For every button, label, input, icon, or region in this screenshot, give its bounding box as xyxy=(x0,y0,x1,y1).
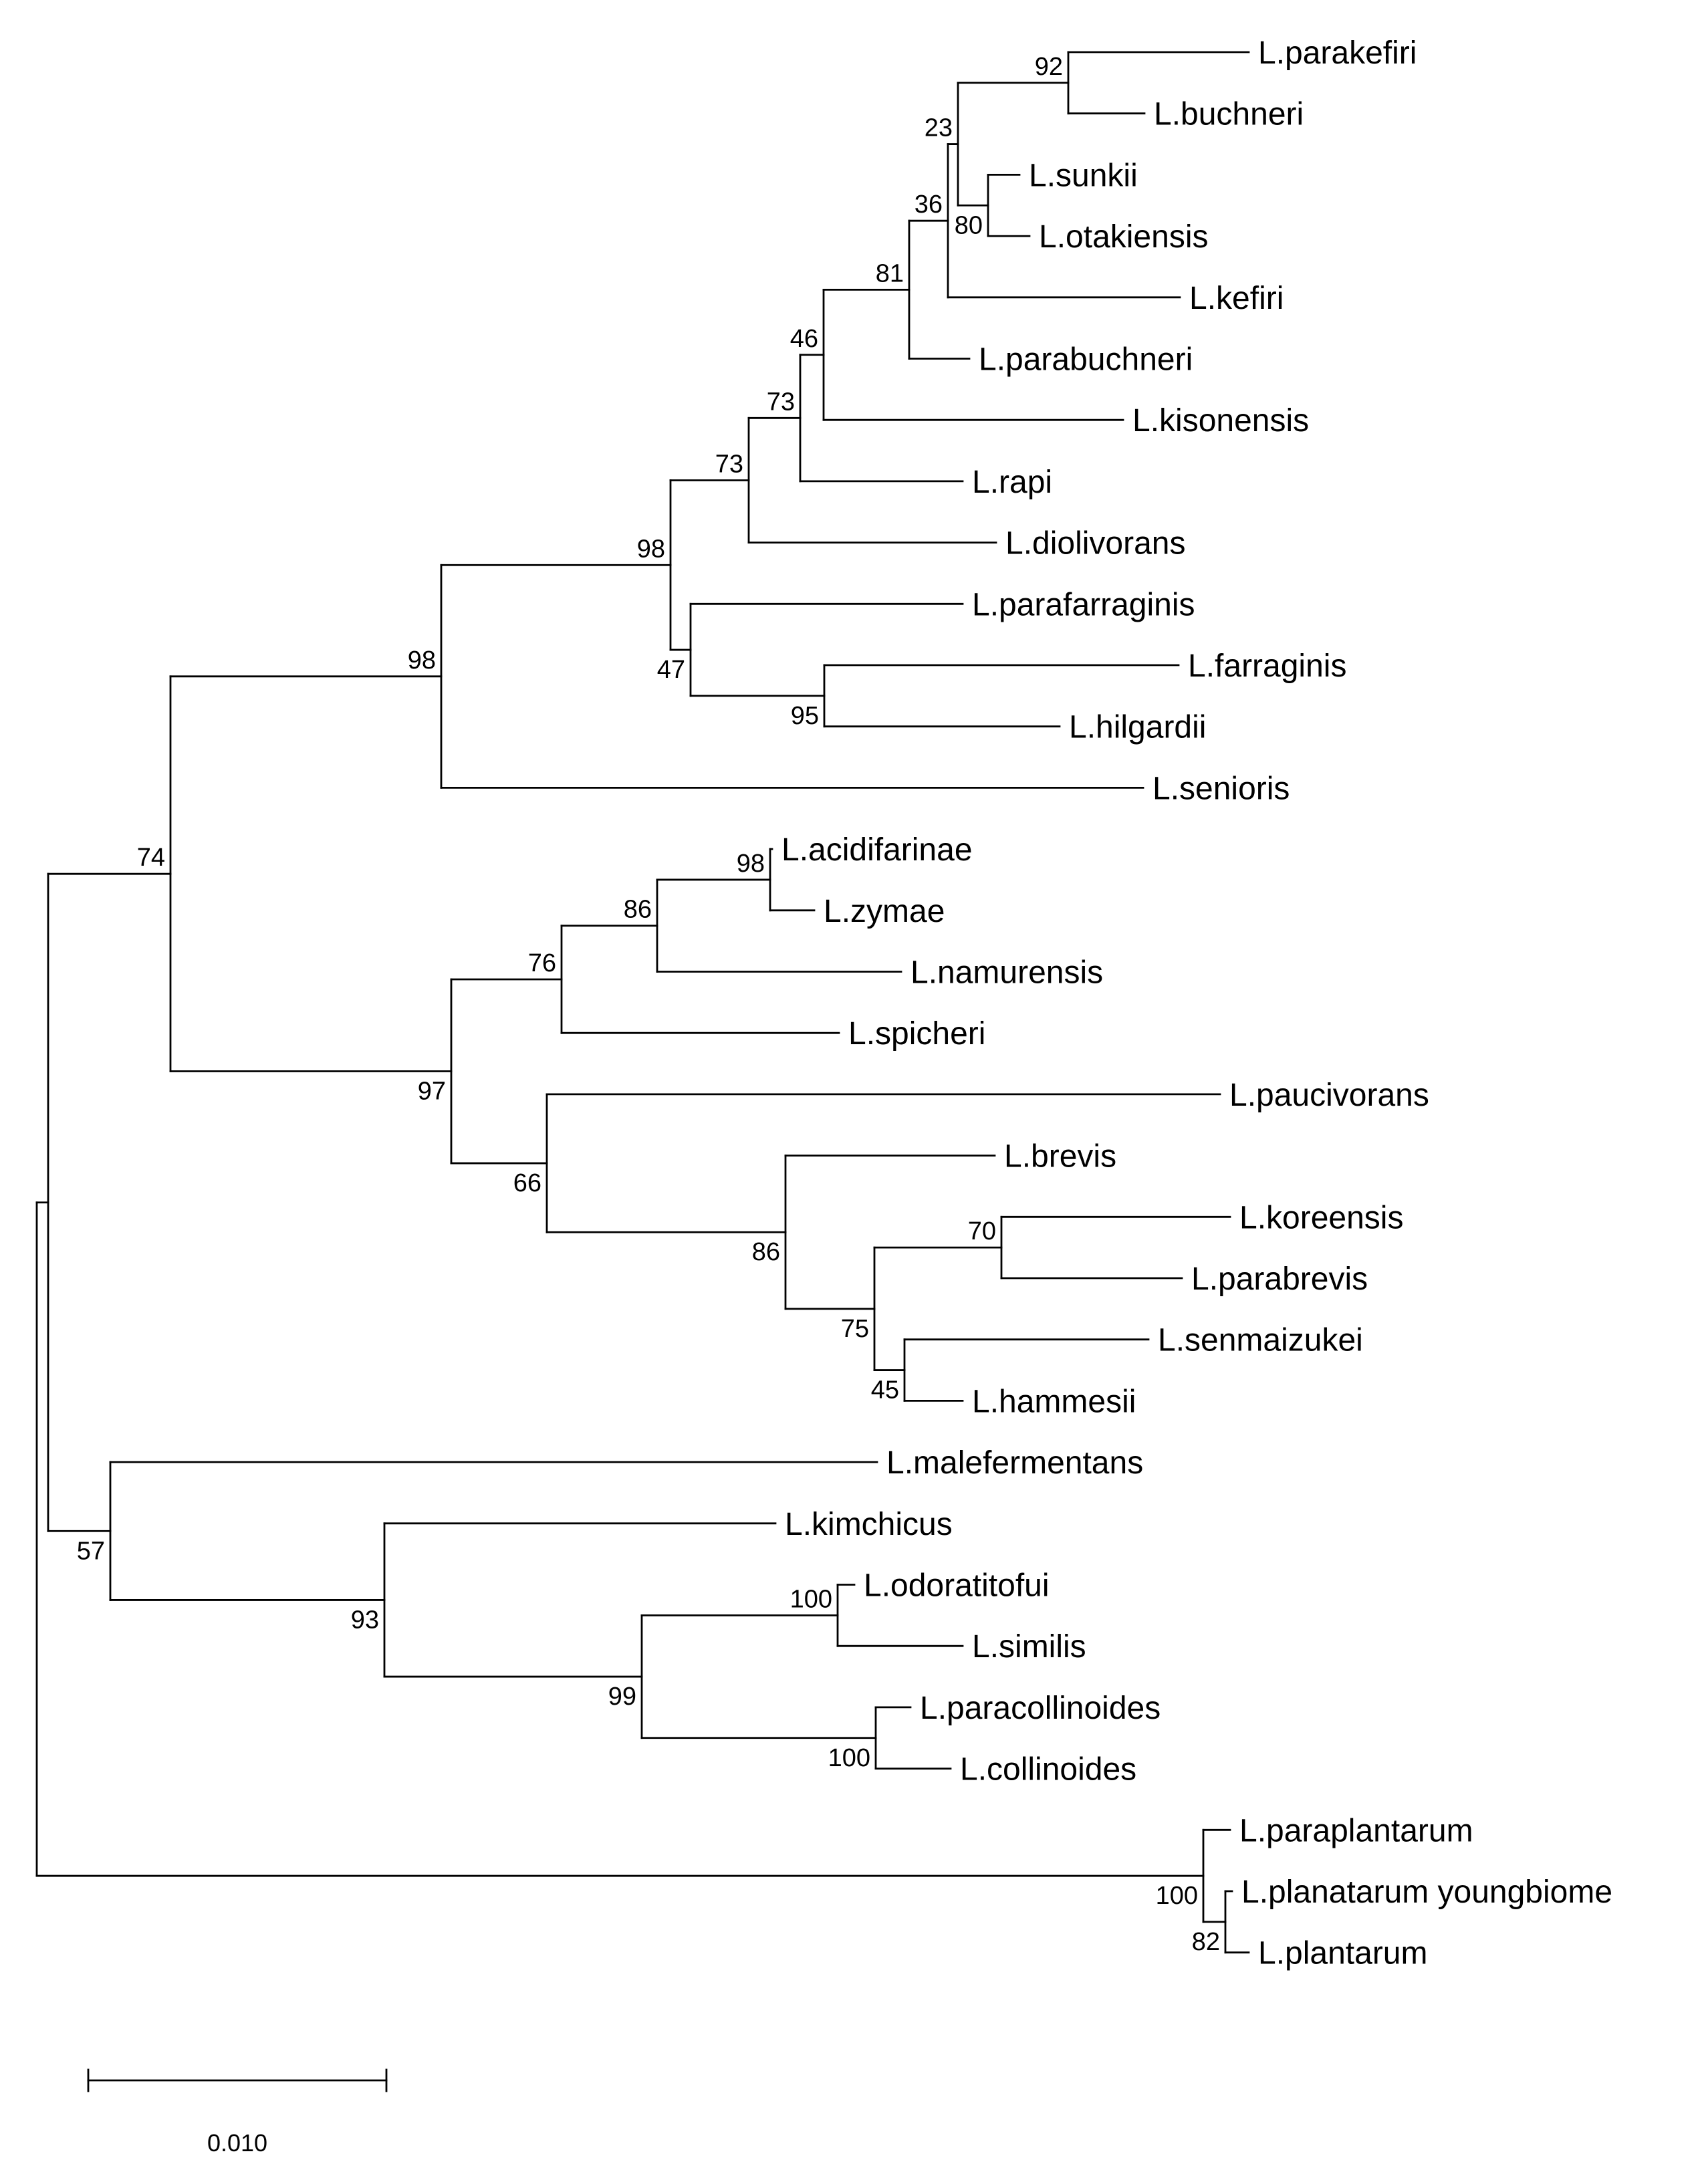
bootstrap-value: 73 xyxy=(767,388,795,416)
taxon-label-l-koreensis: L.koreensis xyxy=(1239,1200,1403,1235)
bootstrap-value: 73 xyxy=(715,450,743,478)
taxon-label-l-senmaizukei: L.senmaizukei xyxy=(1158,1323,1363,1358)
bootstrap-value: 74 xyxy=(137,844,165,872)
taxon-label-l-brevis: L.brevis xyxy=(1004,1139,1116,1175)
bootstrap-value: 80 xyxy=(955,211,983,239)
bootstrap-value: 100 xyxy=(1156,1882,1198,1910)
bootstrap-value: 82 xyxy=(1192,1928,1220,1956)
scale-bar: 0.010 xyxy=(87,2068,388,2157)
taxon-label-l-parakefiri: L.parakefiri xyxy=(1258,35,1417,71)
taxon-label-l-paucivorans: L.paucivorans xyxy=(1229,1078,1429,1113)
bootstrap-value: 81 xyxy=(876,259,904,287)
tree-branches xyxy=(35,51,1250,1954)
taxon-label-l-diolivorans: L.diolivorans xyxy=(1005,526,1185,562)
bootstrap-value: 99 xyxy=(608,1683,636,1711)
bootstrap-value: 100 xyxy=(790,1585,832,1613)
taxon-label-l-kisonensis: L.kisonensis xyxy=(1132,403,1309,439)
bootstrap-value: 98 xyxy=(637,535,665,563)
bootstrap-value: 57 xyxy=(77,1537,105,1565)
bootstrap-value: 66 xyxy=(513,1169,541,1197)
taxon-label-l-sunkii: L.sunkii xyxy=(1029,158,1138,193)
bootstrap-value: 93 xyxy=(351,1606,379,1634)
bootstrap-value: 45 xyxy=(871,1376,899,1405)
taxon-label-l-planatarum-youngbiome: L.planatarum youngbiome xyxy=(1241,1874,1612,1910)
taxon-label-l-parabrevis: L.parabrevis xyxy=(1191,1261,1368,1297)
bootstrap-value: 47 xyxy=(657,656,685,684)
taxon-label-l-kefiri: L.kefiri xyxy=(1189,281,1284,316)
taxon-label-l-kimchicus: L.kimchicus xyxy=(785,1507,953,1542)
taxon-label-l-malefermentans: L.malefermentans xyxy=(886,1445,1143,1481)
taxon-label-l-paraplantarum: L.paraplantarum xyxy=(1239,1813,1473,1848)
taxon-label-l-plantarum: L.plantarum xyxy=(1258,1936,1427,1971)
bootstrap-value: 92 xyxy=(1035,53,1063,81)
bootstrap-value: 46 xyxy=(790,325,818,353)
taxon-label-l-hammesii: L.hammesii xyxy=(972,1384,1136,1419)
taxon-label-l-farraginis: L.farraginis xyxy=(1188,648,1346,684)
taxon-label-l-similis: L.similis xyxy=(972,1629,1086,1665)
taxon-label-l-namurensis: L.namurensis xyxy=(910,955,1103,991)
bootstrap-value: 75 xyxy=(841,1315,869,1343)
scale-bar-label: 0.010 xyxy=(207,2129,267,2157)
bootstrap-value: 23 xyxy=(925,114,953,142)
taxon-label-l-zymae: L.zymae xyxy=(824,894,945,929)
bootstrap-value: 97 xyxy=(418,1078,446,1106)
taxon-label-l-otakiensis: L.otakiensis xyxy=(1039,219,1208,255)
bootstrap-values: 92 80 23 36 81 46 73 73 95 47 98 98 98 86 76 70 45 75 86 66… xyxy=(77,53,1220,1956)
taxon-label-l-senioris: L.senioris xyxy=(1152,771,1290,806)
bootstrap-value: 86 xyxy=(752,1238,780,1266)
taxon-label-l-paracollinoides: L.paracollinoides xyxy=(920,1691,1161,1726)
bootstrap-value: 36 xyxy=(915,191,943,219)
bootstrap-value: 98 xyxy=(737,850,765,878)
taxon-label-l-parafarraginis: L.parafarraginis xyxy=(972,587,1195,622)
taxon-label-l-collinoides: L.collinoides xyxy=(960,1752,1136,1788)
bootstrap-value: 70 xyxy=(968,1217,996,1245)
taxon-label-l-buchneri: L.buchneri xyxy=(1154,97,1304,132)
taxon-label-l-odoratitofui: L.odoratitofui xyxy=(864,1568,1050,1604)
bootstrap-value: 86 xyxy=(624,896,652,924)
bootstrap-value: 98 xyxy=(408,646,436,675)
taxon-label-l-spicheri: L.spicheri xyxy=(848,1016,985,1052)
taxon-label-l-hilgardii: L.hilgardii xyxy=(1069,710,1206,745)
taxon-label-l-rapi: L.rapi xyxy=(972,465,1052,500)
taxon-labels: L.parakefiriL.buchneriL.sunkiiL.otakiens… xyxy=(781,35,1612,1971)
taxon-label-l-acidifarinae: L.acidifarinae xyxy=(781,832,973,868)
bootstrap-value: 76 xyxy=(528,949,556,977)
bootstrap-value: 100 xyxy=(828,1744,870,1772)
bootstrap-value: 95 xyxy=(791,702,819,730)
taxon-label-l-parabuchneri: L.parabuchneri xyxy=(979,342,1193,378)
